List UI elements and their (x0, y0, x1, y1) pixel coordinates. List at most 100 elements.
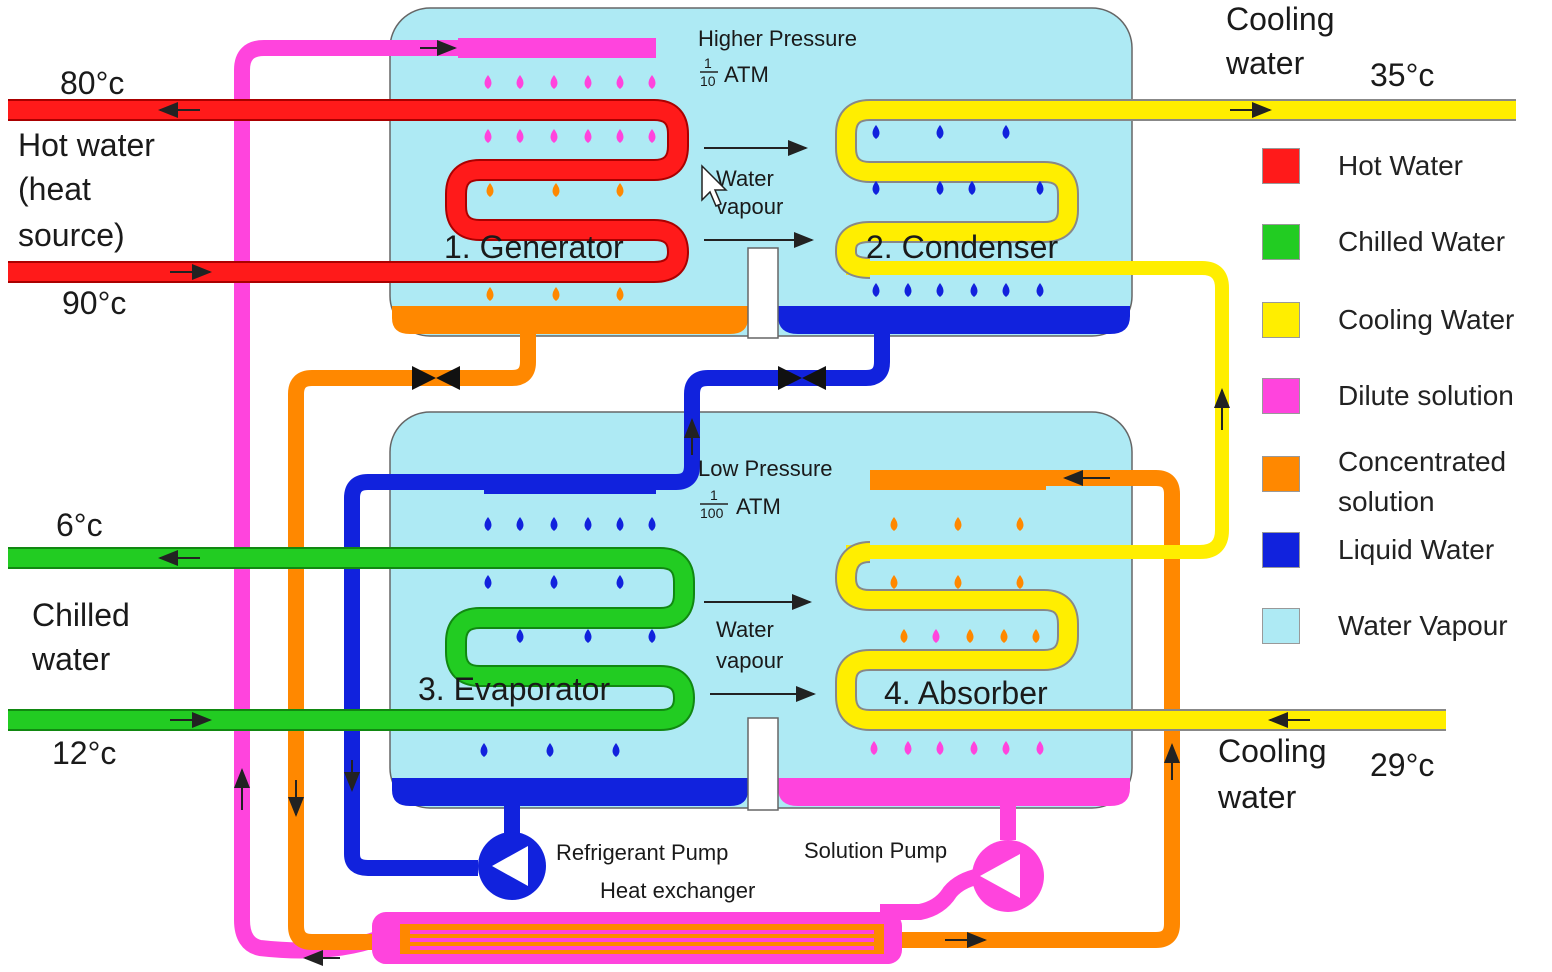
legend-swatch-cooling-water (1262, 302, 1300, 338)
legend-item-dilute-solution: Dilute solution (1262, 378, 1552, 418)
cooling-water-bottom-line2: water (1217, 779, 1297, 815)
spray-drop (484, 75, 492, 89)
spray-drop (546, 743, 554, 757)
hot-water-label-line1: Hot water (18, 127, 155, 163)
solution-pump-label: Solution Pump (804, 838, 947, 863)
chilled-water-label-line2: water (31, 641, 111, 677)
spray-drop (486, 287, 494, 301)
heat-exchanger (372, 912, 902, 964)
legend-item-cooling-water: Cooling Water (1262, 302, 1552, 342)
hot-water-label-line3: source) (18, 217, 125, 253)
spray-drop (970, 741, 978, 755)
spray-drop (1002, 125, 1010, 139)
spray-drop (966, 629, 974, 643)
spray-drop (584, 517, 592, 531)
concentrated-spray-bar (870, 470, 1046, 490)
temp-35: 35°c (1370, 57, 1434, 93)
cooling-water-top-line1: Cooling (1226, 1, 1335, 37)
spray-drop (954, 517, 962, 531)
low-pressure-label: Low Pressure (698, 456, 833, 481)
evaporator-sump (392, 778, 748, 806)
legend-swatch-dilute-solution (1262, 378, 1300, 414)
evaporator-coil-fill (8, 549, 693, 729)
spray-drop (550, 129, 558, 143)
generator-coil-fill (8, 101, 687, 281)
high-atm-denominator: 10 (700, 73, 716, 89)
legend-item-liquid-water: Liquid Water (1262, 532, 1552, 572)
spray-drop (970, 283, 978, 297)
temp-6: 6°c (56, 507, 103, 543)
legend-label-hot-water: Hot Water (1338, 150, 1463, 181)
legend-label-water-vapour: Water Vapour (1338, 610, 1508, 641)
chilled-water-label-line1: Chilled (32, 597, 130, 633)
spray-drop (872, 181, 880, 195)
spray-drop (1002, 741, 1010, 755)
spray-drop (1036, 283, 1044, 297)
spray-drop (516, 75, 524, 89)
spray-drop (552, 183, 560, 197)
spray-drop (872, 283, 880, 297)
spray-drop (936, 181, 944, 195)
absorber-coil-fill (837, 543, 1446, 729)
legend-label-liquid-water: Liquid Water (1338, 534, 1495, 565)
generator-sump (392, 306, 748, 334)
spray-drop (1016, 517, 1024, 531)
legend-item-concentrated-solution: Concentrated solution (1262, 446, 1552, 526)
expansion-valve-solution (412, 366, 460, 390)
spray-drop (550, 517, 558, 531)
legend-swatch-water-vapour (1262, 608, 1300, 644)
spray-drop (936, 125, 944, 139)
spray-drop (584, 629, 592, 643)
spray-drop (870, 741, 878, 755)
absorber-sump (778, 778, 1130, 806)
spray-drop (648, 129, 656, 143)
cooling-water-top-line2: water (1225, 45, 1305, 81)
spray-drop (936, 741, 944, 755)
legend-swatch-liquid-water (1262, 532, 1300, 568)
spray-drop (484, 575, 492, 589)
legend-label-dilute-solution: Dilute solution (1338, 380, 1514, 411)
condenser-coil-fill (837, 101, 1516, 277)
water-vapour-upper-line1: Water (716, 166, 774, 191)
legend-label-cooling-water: Cooling Water (1338, 304, 1515, 335)
spray-drop (1036, 181, 1044, 195)
legend-swatch-hot-water (1262, 148, 1300, 184)
spray-drop (550, 75, 558, 89)
water-vapour-lower-line1: Water (716, 617, 774, 642)
low-atm-unit: ATM (736, 494, 781, 519)
spray-drop (550, 575, 558, 589)
spray-drop (616, 517, 624, 531)
liquid-water-pipe (344, 334, 890, 876)
spray-drop (900, 629, 908, 643)
liquid-spray-bar (484, 474, 656, 494)
mouse-cursor-icon (701, 164, 728, 207)
generator-label: 1. Generator (444, 229, 624, 265)
spray-drop (890, 517, 898, 531)
spray-drop (890, 575, 898, 589)
condenser-sump (778, 306, 1130, 334)
spray-drop (552, 287, 560, 301)
high-atm-unit: ATM (724, 62, 769, 87)
spray-drop (486, 183, 494, 197)
spray-droplets (480, 75, 1044, 757)
spray-drop (612, 743, 620, 757)
spray-drop (480, 743, 488, 757)
absorber-label: 4. Absorber (884, 675, 1048, 711)
spray-drop (904, 283, 912, 297)
spray-drop (648, 629, 656, 643)
temp-29: 29°c (1370, 747, 1434, 783)
spray-drop (516, 629, 524, 643)
temp-80: 80°c (60, 65, 124, 101)
spray-drop (1016, 575, 1024, 589)
spray-drop (484, 517, 492, 531)
spray-drop (904, 741, 912, 755)
legend-swatch-concentrated-solution (1262, 456, 1300, 492)
expansion-valve-refrigerant (778, 366, 826, 390)
spray-drop (584, 129, 592, 143)
spray-drop (1032, 629, 1040, 643)
spray-drop (616, 287, 624, 301)
higher-pressure-label: Higher Pressure (698, 26, 857, 51)
spray-drop (1002, 283, 1010, 297)
spray-drop (484, 129, 492, 143)
spray-drop (616, 75, 624, 89)
